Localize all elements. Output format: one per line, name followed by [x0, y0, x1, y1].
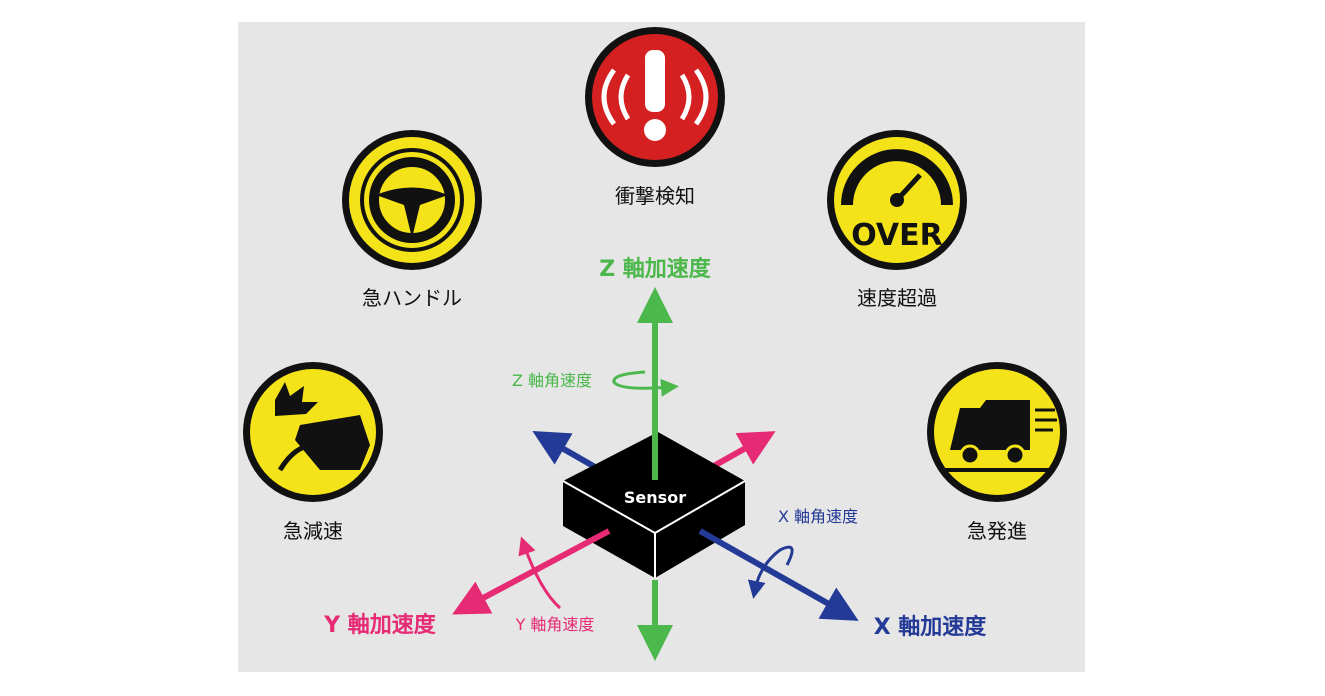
truck-start-icon [927, 362, 1067, 502]
speed-label: 速度超過 [857, 286, 937, 310]
sudden-brake-icon [243, 362, 383, 502]
z-rotation-icon [612, 370, 679, 397]
z-gyro-label: Z 軸角速度 [512, 371, 592, 390]
x-accel-label: X 軸加速度 [874, 614, 988, 640]
over-badge: OVER [851, 218, 943, 253]
x-axis-back-arrow [532, 431, 597, 470]
steering-wheel-icon [342, 130, 482, 270]
start-label: 急発進 [967, 519, 1027, 543]
y-axis-arrow [452, 528, 611, 615]
alert-exclamation-icon [585, 27, 725, 167]
x-gyro-label: X 軸角速度 [778, 507, 858, 526]
steering-label: 急ハンドル [362, 286, 462, 310]
speedometer-over-icon: OVER [827, 130, 967, 270]
sensor-label: Sensor [624, 488, 686, 507]
z-accel-label: Z 軸加速度 [599, 256, 712, 282]
sensor-box: Sensor [562, 432, 746, 578]
impact-label: 衝撃検知 [615, 184, 695, 208]
brake-label: 急減速 [283, 519, 343, 543]
y-accel-label: Y 軸加速度 [323, 612, 437, 638]
y-axis-back-arrow [710, 431, 776, 470]
x-axis-arrow [698, 528, 859, 621]
y-rotation-icon [518, 536, 562, 610]
y-gyro-label: Y 軸角速度 [515, 615, 595, 634]
x-rotation-icon [747, 545, 794, 599]
